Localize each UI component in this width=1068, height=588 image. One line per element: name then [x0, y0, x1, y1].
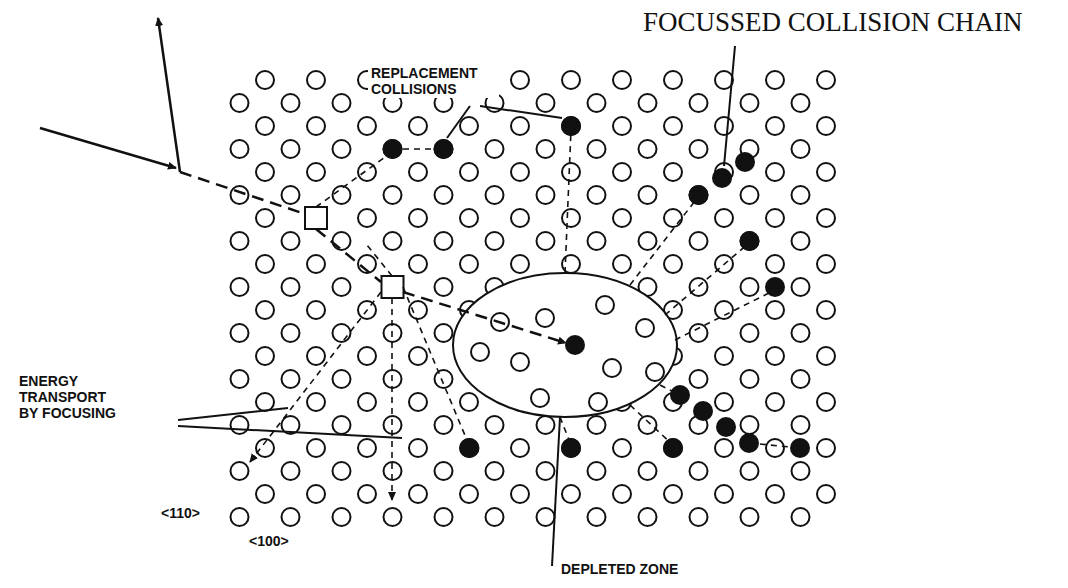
- direction-label: <110>: [158, 504, 203, 522]
- leader-line: [178, 46, 735, 566]
- displaced-atom: [383, 116, 811, 458]
- collision-path: [250, 130, 800, 500]
- atom-lattice: [228, 69, 838, 527]
- callout-label: REPLACEMENT COLLISIONS: [368, 64, 499, 98]
- title-callout: FOCUSSED COLLISION CHAIN: [640, 6, 1026, 39]
- sparse-atoms: [471, 296, 664, 411]
- depleted-zone: [453, 273, 677, 417]
- callout-label: ENERGY TRANSPORT BY FOCUSING: [16, 372, 127, 422]
- callout-label: DEPLETED ZONE: [558, 560, 681, 578]
- particle-track: [40, 18, 566, 343]
- vacancy: [305, 207, 404, 298]
- direction-label: <100>: [246, 532, 292, 550]
